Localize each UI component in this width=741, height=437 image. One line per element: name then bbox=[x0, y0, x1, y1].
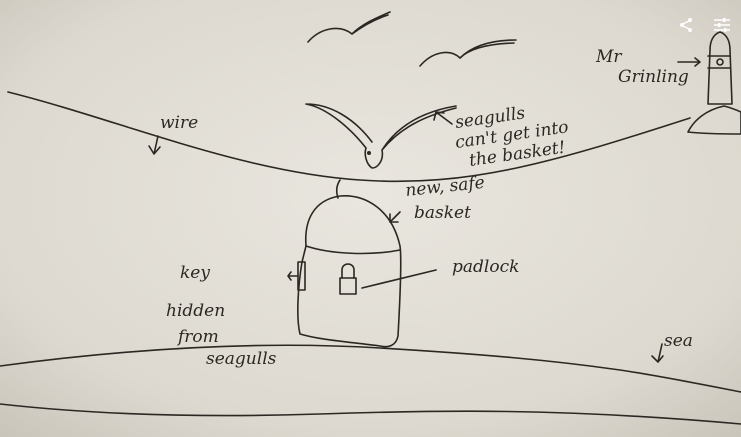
sliders-icon[interactable] bbox=[711, 14, 733, 36]
mr-grinling-line-1: Mr bbox=[595, 47, 622, 67]
key-note-line-2: hidden bbox=[166, 301, 225, 321]
wire-label: wire bbox=[160, 113, 198, 133]
key-note-line-3: from bbox=[176, 327, 219, 347]
seagull-eye bbox=[368, 152, 370, 154]
share-icon[interactable] bbox=[675, 14, 697, 36]
key-note-line-4: seagulls bbox=[206, 349, 277, 369]
new-basket-line-2: basket bbox=[414, 203, 471, 223]
image-toolbar bbox=[675, 14, 733, 36]
mr-grinling-line-2: Grinling bbox=[618, 67, 689, 87]
padlock-label: padlock bbox=[452, 257, 519, 277]
sea-label: sea bbox=[664, 331, 693, 351]
key-note-line-1: key bbox=[180, 263, 210, 283]
